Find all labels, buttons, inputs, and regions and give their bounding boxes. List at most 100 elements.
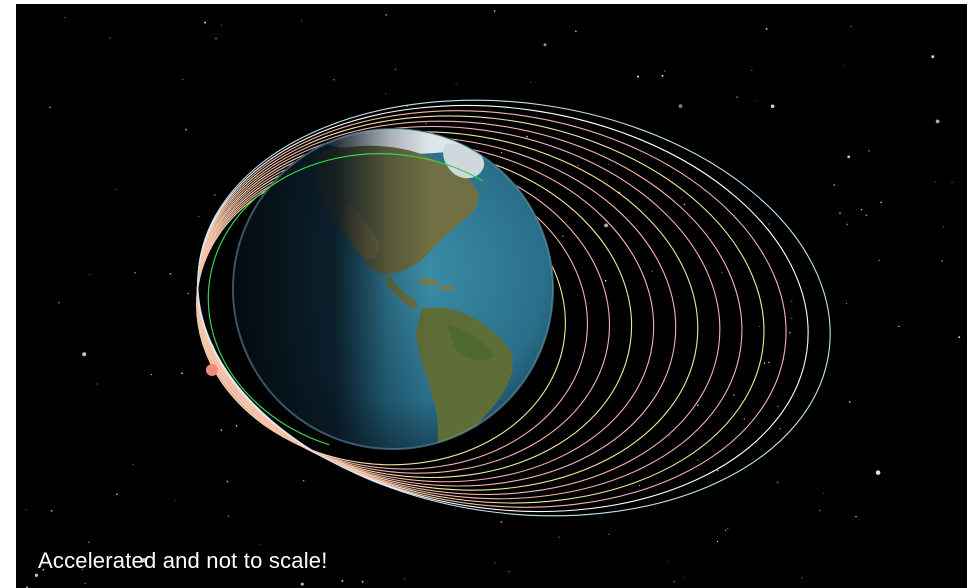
star: [843, 65, 845, 67]
orbit-trail: [196, 286, 587, 470]
star: [934, 181, 936, 183]
orbit-trail: [198, 99, 831, 353]
star: [880, 201, 882, 204]
star: [697, 404, 699, 407]
star: [763, 362, 766, 364]
orbit-trail: [196, 273, 720, 496]
star: [941, 260, 943, 262]
star: [88, 541, 90, 543]
orbit-trails-front: [196, 153, 830, 517]
orbit-trail: [198, 115, 765, 350]
star: [845, 303, 848, 305]
star: [81, 568, 84, 571]
caption-text: Accelerated and not to scale!: [38, 548, 328, 573]
earth-globe: [232, 128, 554, 450]
star: [50, 509, 53, 512]
star: [776, 481, 779, 484]
star: [736, 96, 738, 98]
star: [221, 24, 223, 26]
star: [855, 516, 857, 518]
orbit-trail: [196, 288, 565, 466]
star: [455, 83, 457, 85]
star: [680, 197, 682, 199]
orbit-trail: [197, 131, 699, 347]
star: [361, 580, 364, 583]
orbit-trail: [198, 110, 787, 351]
star: [758, 325, 760, 328]
star: [678, 104, 683, 108]
orbit-visualization: [25, 10, 961, 588]
star: [765, 27, 768, 30]
star: [661, 74, 664, 77]
star: [743, 418, 746, 420]
star: [181, 372, 183, 375]
star: [791, 317, 793, 319]
star: [89, 273, 91, 275]
star: [385, 14, 388, 16]
star: [526, 135, 528, 138]
star: [755, 100, 757, 102]
star: [850, 25, 852, 28]
star: [96, 383, 99, 385]
star: [801, 577, 803, 579]
star: [493, 10, 496, 12]
star: [64, 16, 66, 19]
star: [860, 208, 863, 211]
star: [725, 529, 727, 531]
star: [58, 301, 60, 304]
star: [667, 561, 669, 563]
space-scene-frame: Accelerated and not to scale!: [16, 4, 967, 588]
star: [204, 21, 207, 24]
star: [214, 194, 216, 196]
star: [898, 325, 900, 328]
star: [664, 70, 666, 72]
star: [150, 373, 153, 376]
star: [577, 164, 579, 167]
star: [683, 203, 686, 206]
orbit-trail: [198, 121, 743, 349]
star: [89, 559, 91, 561]
star: [604, 279, 607, 282]
star: [697, 459, 699, 461]
star: [608, 163, 610, 165]
orbit-trail: [197, 267, 786, 508]
star: [227, 515, 230, 517]
satellite-marker-icon[interactable]: [206, 364, 218, 376]
star: [768, 361, 770, 363]
star: [931, 55, 935, 59]
star: [608, 533, 610, 535]
star: [215, 37, 217, 40]
star: [132, 463, 134, 466]
star: [637, 75, 639, 78]
star: [684, 577, 686, 579]
star: [839, 212, 841, 214]
star: [768, 223, 770, 225]
star: [878, 259, 881, 262]
star: [500, 151, 503, 154]
star: [394, 68, 397, 71]
star: [169, 272, 172, 275]
star: [226, 480, 229, 483]
orbit-trail: [198, 105, 809, 352]
star: [651, 270, 654, 273]
star: [116, 493, 118, 496]
star: [846, 223, 849, 226]
star: [604, 223, 608, 228]
star: [790, 300, 793, 303]
star: [875, 470, 881, 475]
star: [185, 128, 187, 131]
star: [716, 469, 719, 472]
orbit-trail: [196, 275, 698, 491]
star: [751, 69, 753, 72]
star: [182, 78, 184, 80]
star: [958, 336, 961, 339]
star: [848, 400, 851, 403]
star: [488, 457, 490, 459]
star: [404, 578, 406, 580]
star: [833, 184, 835, 186]
star: [220, 429, 223, 431]
star: [259, 543, 261, 545]
star: [935, 119, 940, 124]
star: [716, 540, 719, 543]
star: [49, 106, 51, 109]
